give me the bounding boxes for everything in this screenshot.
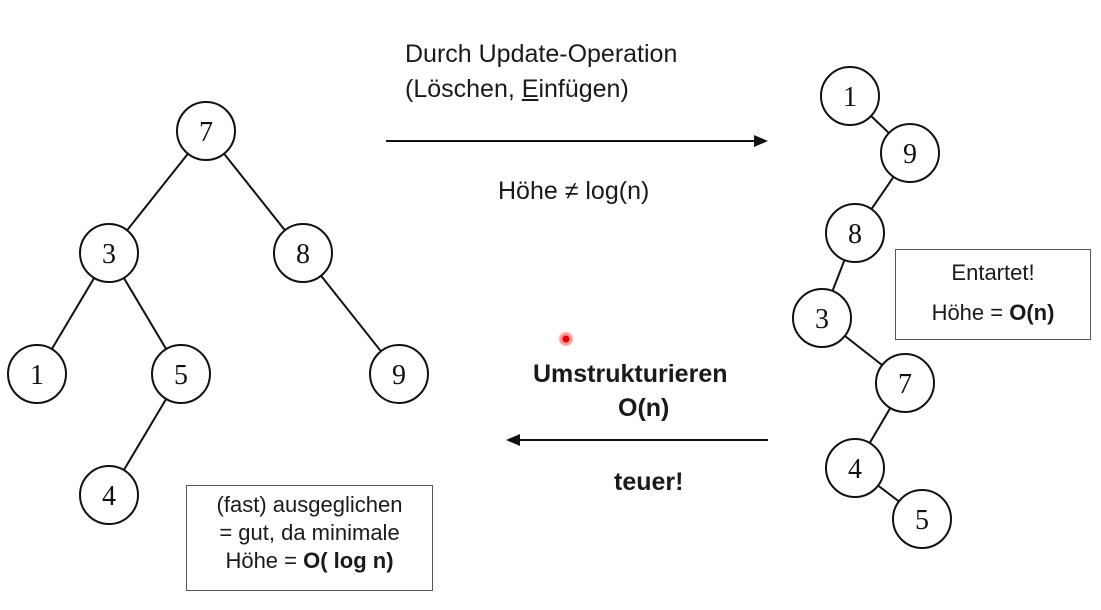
degenerate-node-label: 8 <box>848 219 862 250</box>
balanced-node-4: 4 <box>79 465 139 525</box>
balanced-node-circle <box>7 344 67 404</box>
restructure-label: Umstrukturieren <box>533 360 728 388</box>
balanced-node-7: 7 <box>176 101 236 161</box>
balanced-tree-edges <box>36 130 400 496</box>
degenerate-node-label: 5 <box>915 505 929 536</box>
degenerate-node-circle <box>875 353 935 413</box>
degenerate-node-circle <box>792 288 852 348</box>
update-line2-prefix: (Löschen, <box>405 75 522 103</box>
degenerate-node-label: 9 <box>903 139 917 170</box>
update-line2-suffix: infügen) <box>538 75 629 103</box>
balanced-node-label: 3 <box>102 239 116 270</box>
degenerate-node-circle <box>825 203 885 263</box>
balanced-node-circle <box>151 344 211 404</box>
balanced-line1: (fast) ausgeglichen <box>216 492 403 517</box>
degenerate-node-circle <box>880 123 940 183</box>
restructure-complexity: O(n) <box>618 394 670 422</box>
update-line2-underlined: E <box>521 75 539 103</box>
degenerate-node-7: 7 <box>875 353 935 413</box>
degenerate-node-circle <box>825 438 885 498</box>
degenerate-node-circle <box>820 66 880 126</box>
cost-label: teuer! <box>614 468 684 496</box>
degenerate-height-prefix: Höhe = <box>931 300 1010 325</box>
degenerate-title: Entartet! <box>951 260 1035 285</box>
balanced-node-label: 9 <box>392 360 406 391</box>
degenerate-height-complexity: O(n) <box>1009 300 1055 325</box>
balanced-node-circle <box>176 101 236 161</box>
balanced-node-8: 8 <box>273 223 333 283</box>
balanced-line3: Höhe = O( log n) <box>187 547 432 575</box>
balanced-node-3: 3 <box>79 223 139 283</box>
balanced-node-label: 1 <box>30 360 44 391</box>
balanced-node-1: 1 <box>7 344 67 404</box>
balanced-node-circle <box>79 223 139 283</box>
degenerate-node-4: 4 <box>825 438 885 498</box>
degenerate-node-label: 7 <box>898 369 912 400</box>
degenerate-node-label: 1 <box>843 82 857 113</box>
balanced-box: (fast) ausgeglichen = gut, da minimale H… <box>186 485 433 591</box>
degenerate-node-3: 3 <box>792 288 852 348</box>
degenerate-tree: 1 9 8 3 7 4 5 <box>792 66 952 549</box>
balanced-node-9: 9 <box>369 344 429 404</box>
update-operation-label: Durch Update-Operation <box>405 40 677 69</box>
balanced-height-prefix: Höhe = <box>225 548 304 573</box>
degenerate-node-circle <box>892 489 952 549</box>
balanced-node-label: 5 <box>174 360 188 391</box>
balanced-node-5: 5 <box>151 344 211 404</box>
balanced-node-label: 4 <box>102 481 116 512</box>
balanced-node-circle <box>369 344 429 404</box>
degenerate-node-5: 5 <box>892 489 952 549</box>
update-operations-list: (Löschen, Einfügen) <box>405 75 629 104</box>
degenerate-height: Höhe = O(n) <box>896 300 1090 326</box>
degenerate-node-9: 9 <box>880 123 940 183</box>
degenerate-node-1: 1 <box>820 66 880 126</box>
degenerate-node-8: 8 <box>825 203 885 263</box>
update-line1: Durch Update-Operation <box>405 40 678 68</box>
balanced-height-complexity: O( log n) <box>303 548 394 573</box>
balanced-node-label: 8 <box>296 239 310 270</box>
cursor-pointer-icon <box>558 331 574 347</box>
height-note: Höhe ≠ log(n) <box>498 177 650 205</box>
balanced-line2: = gut, da minimale <box>219 520 400 545</box>
balanced-tree: 7 3 8 1 5 9 4 <box>7 101 429 525</box>
balanced-node-circle <box>273 223 333 283</box>
degenerate-box: Entartet! Höhe = O(n) <box>895 249 1091 340</box>
degenerate-node-label: 3 <box>815 304 829 335</box>
balanced-node-label: 7 <box>199 117 213 148</box>
balanced-node-circle <box>79 465 139 525</box>
degenerate-node-label: 4 <box>848 454 862 485</box>
